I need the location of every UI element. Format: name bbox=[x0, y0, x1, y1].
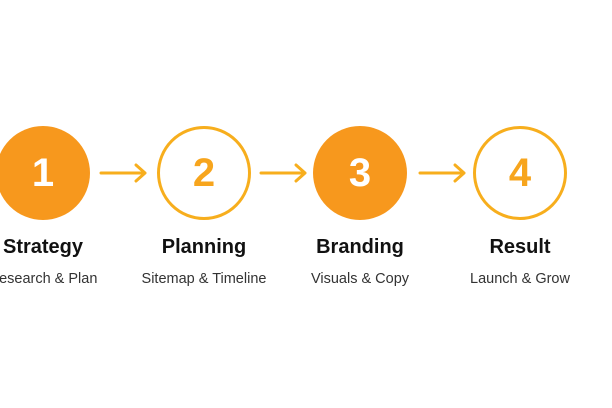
step-title: Result bbox=[489, 236, 551, 258]
step-number: 2 bbox=[192, 150, 216, 195]
step-subtitle: Launch & Grow bbox=[470, 271, 570, 287]
step-title: Planning bbox=[161, 236, 247, 258]
step-number-circle: 3 bbox=[313, 126, 407, 220]
step-number-circle: 4 bbox=[473, 126, 567, 220]
step-number-circle: 1 bbox=[0, 126, 90, 220]
step-title: Branding bbox=[316, 236, 404, 258]
step-number: 1 bbox=[31, 150, 55, 195]
step-number-circle: 2 bbox=[157, 126, 251, 220]
step-subtitle: Sitemap & Timeline bbox=[141, 271, 267, 287]
arrow-right-icon bbox=[259, 163, 307, 183]
step-number: 3 bbox=[348, 150, 372, 195]
step-subtitle: Visuals & Copy bbox=[310, 271, 410, 287]
step-subtitle: Research & Plan bbox=[0, 271, 98, 287]
step-number: 4 bbox=[508, 150, 532, 195]
arrow-right-icon bbox=[418, 163, 466, 183]
step-title: Strategy bbox=[2, 236, 84, 258]
arrow-right-icon bbox=[99, 163, 147, 183]
